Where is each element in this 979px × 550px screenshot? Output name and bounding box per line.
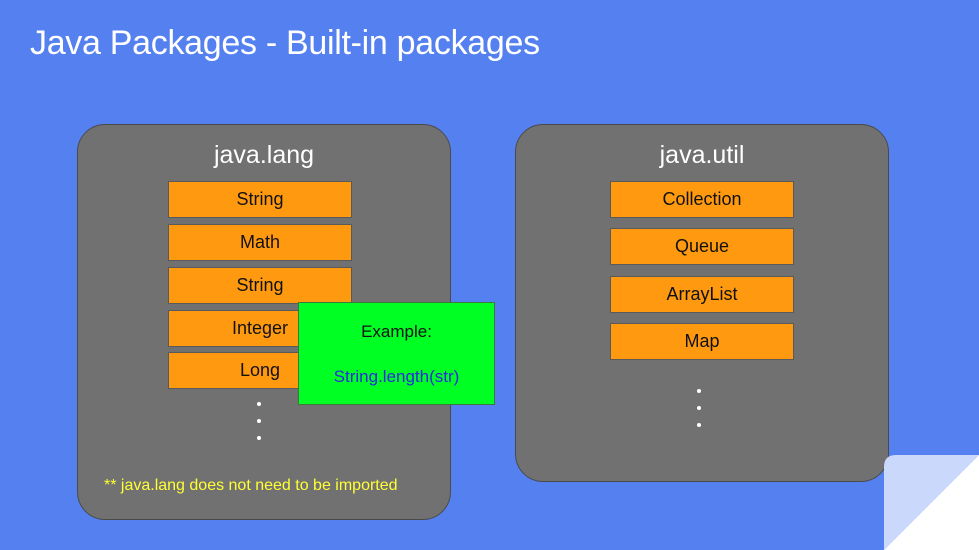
class-box: String (168, 181, 352, 218)
slide-title: Java Packages - Built-in packages (30, 24, 540, 62)
class-box: ArrayList (610, 276, 794, 313)
class-box: Map (610, 323, 794, 360)
package-title: java.util (659, 141, 745, 169)
package-java-util: java.util Collection Queue ArrayList Map (515, 124, 889, 482)
class-box: Queue (610, 228, 794, 265)
vertical-ellipsis-icon (697, 389, 701, 440)
class-box: String (168, 267, 352, 304)
class-box: Collection (610, 181, 794, 218)
vertical-ellipsis-icon (257, 402, 261, 453)
class-box: Math (168, 224, 352, 261)
page-curl-icon (884, 455, 979, 550)
package-title: java.lang (213, 141, 315, 169)
example-label: Example: (361, 322, 432, 341)
example-code: String.length(str) (333, 367, 460, 386)
import-note: ** java.lang does not need to be importe… (104, 477, 398, 494)
example-callout: Example: String.length(str) (298, 302, 495, 405)
